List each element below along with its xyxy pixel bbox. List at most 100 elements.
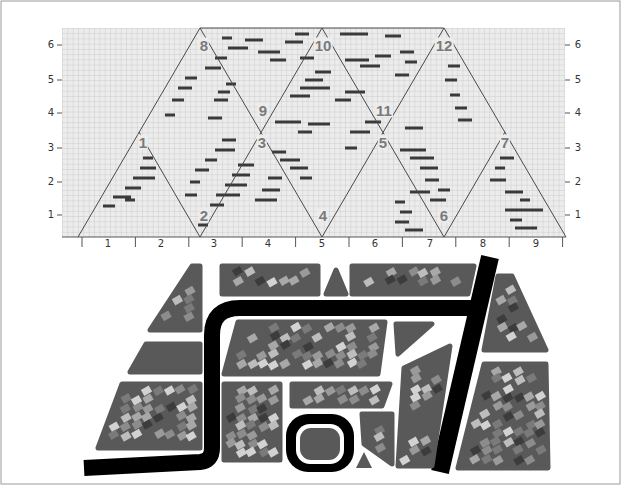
road xyxy=(84,308,477,468)
building xyxy=(245,447,256,458)
axes xyxy=(57,45,570,247)
building xyxy=(235,393,246,404)
building xyxy=(154,428,165,439)
building xyxy=(246,394,257,405)
building xyxy=(370,384,381,395)
building xyxy=(408,437,419,448)
building xyxy=(358,385,369,396)
building xyxy=(410,373,421,384)
building xyxy=(256,403,267,414)
triangle-lattice xyxy=(78,28,566,237)
building xyxy=(303,342,314,353)
building xyxy=(523,427,534,438)
building xyxy=(346,349,357,360)
building xyxy=(490,391,501,402)
building xyxy=(268,348,279,359)
building xyxy=(513,426,524,437)
building xyxy=(132,402,143,413)
building xyxy=(420,435,431,446)
building xyxy=(301,351,312,362)
building xyxy=(431,374,442,385)
building xyxy=(513,410,524,421)
loop-road xyxy=(286,414,354,472)
axis-number: 1 xyxy=(575,210,581,220)
grid xyxy=(62,28,565,237)
building xyxy=(142,419,153,430)
city-block xyxy=(98,384,200,448)
building xyxy=(257,358,268,369)
building xyxy=(313,393,324,404)
building xyxy=(357,350,368,361)
building xyxy=(410,392,421,403)
building xyxy=(516,321,527,332)
building xyxy=(121,393,132,404)
building xyxy=(325,386,336,397)
building xyxy=(120,431,131,442)
building xyxy=(270,331,281,342)
building xyxy=(502,393,513,404)
building xyxy=(534,408,545,419)
grid-ground xyxy=(62,28,565,237)
city-block xyxy=(224,384,280,460)
building xyxy=(176,402,187,413)
city-block xyxy=(150,266,200,330)
building xyxy=(160,311,171,322)
callout-number: 12 xyxy=(435,38,454,53)
building xyxy=(534,427,545,438)
axis-number: 4 xyxy=(265,239,271,249)
building xyxy=(534,419,545,430)
building xyxy=(409,445,420,456)
building xyxy=(176,421,187,432)
building xyxy=(290,333,301,344)
callout-number: 6 xyxy=(439,208,449,223)
city-block xyxy=(398,346,450,466)
building xyxy=(432,384,443,395)
axis-number: 6 xyxy=(48,40,54,50)
building xyxy=(469,454,480,465)
building xyxy=(172,295,183,306)
building xyxy=(164,429,175,440)
axis-number: 1 xyxy=(105,239,111,249)
building xyxy=(525,438,536,449)
building xyxy=(345,323,356,334)
axis-number: 6 xyxy=(372,239,378,249)
axis-number: 2 xyxy=(158,239,164,249)
callout-number: 2 xyxy=(199,208,209,223)
building xyxy=(166,402,177,413)
building xyxy=(493,400,504,411)
axis-number: 2 xyxy=(48,177,54,187)
axis-number: 4 xyxy=(575,108,581,118)
building xyxy=(244,266,255,277)
callout-number: 10 xyxy=(314,38,333,53)
building xyxy=(397,274,408,285)
building xyxy=(302,395,313,406)
building xyxy=(349,394,360,405)
building xyxy=(235,420,246,431)
callout-number: 7 xyxy=(500,135,510,150)
callout-number: 3 xyxy=(257,135,267,150)
building xyxy=(335,342,346,353)
building xyxy=(325,349,336,360)
building xyxy=(408,266,419,277)
building xyxy=(496,314,507,325)
building xyxy=(255,276,266,287)
building xyxy=(314,385,325,396)
building xyxy=(132,419,143,430)
building xyxy=(186,420,197,431)
building xyxy=(506,331,517,342)
building xyxy=(514,392,525,403)
building xyxy=(131,429,142,440)
axis-number: 8 xyxy=(480,239,486,249)
road-network xyxy=(84,257,490,472)
building xyxy=(142,394,153,405)
building xyxy=(345,331,356,342)
building xyxy=(495,295,506,306)
building xyxy=(235,402,246,413)
building xyxy=(268,385,279,396)
building xyxy=(480,420,491,431)
axis-number: 3 xyxy=(48,143,54,153)
building xyxy=(154,404,165,415)
building xyxy=(141,412,152,423)
